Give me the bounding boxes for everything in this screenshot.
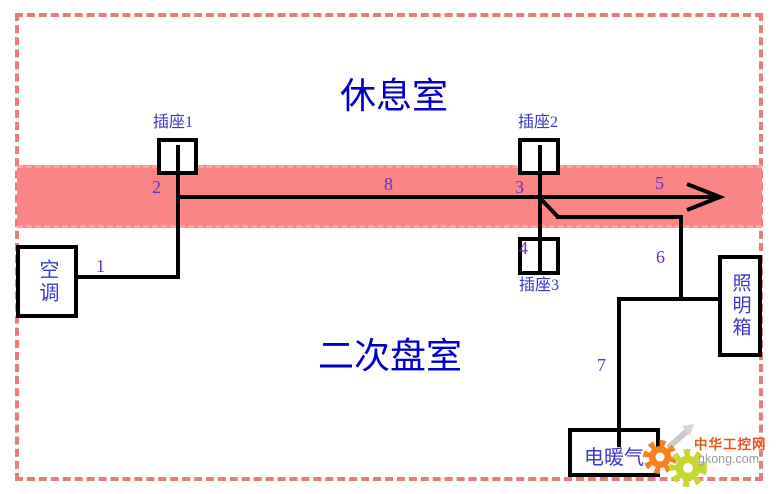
socket3-label: 插座3 [519,277,560,294]
wire-branch-lower [619,297,720,301]
wire-number-6: 6 [656,247,665,267]
wire-socket1-drop [176,145,180,279]
wire-heater-drop [617,297,621,447]
wire-branch-upper [556,215,683,219]
heater-label: 电暖气 [584,447,644,469]
wire-number-8: 8 [384,174,393,194]
air-conditioner-box: 空调 [16,245,78,318]
wire-number-3: 3 [515,177,524,197]
arrow-up-right-icon [667,424,694,449]
wire-number-4: 4 [519,238,528,258]
gear-green-icon [669,449,707,487]
lighting-box-label: 照明箱 [729,273,751,339]
wire-main-run [177,195,717,199]
wire-number-2: 2 [152,177,161,197]
wire-socket2-drop [538,145,542,275]
watermark-gears-icon [643,424,707,487]
watermark-site-name: 中华工控网 [694,437,767,452]
wire-number-1: 1 [96,256,105,276]
room-title-upper: 休息室 [340,76,449,116]
wire-air-conditioner [77,275,180,279]
room-title-lower: 二次盘室 [318,336,463,376]
wire-number-7: 7 [597,355,606,375]
socket2-label: 插座2 [518,114,559,131]
watermark: 中华工控网 gkong.com [612,418,778,492]
lighting-box: 照明箱 [718,255,762,357]
watermark-site-url: gkong.com [698,452,760,466]
wire-lighting-riser [679,215,683,301]
wire-number-5: 5 [655,173,664,193]
air-conditioner-label: 空调 [36,258,58,305]
socket1-label: 插座1 [153,114,194,131]
